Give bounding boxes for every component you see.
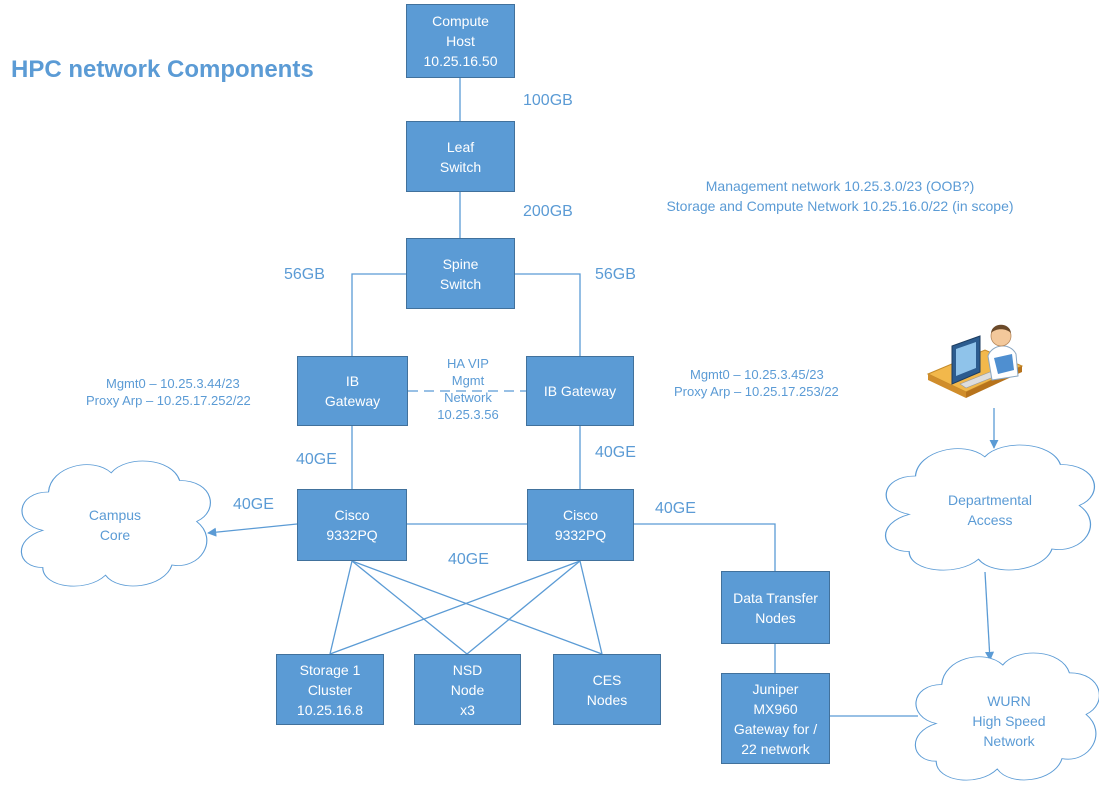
mgmt-left-text: Mgmt0 – 10.25.3.44/23 bbox=[106, 376, 240, 391]
ha-vip-ip: 10.25.3.56 bbox=[437, 407, 499, 422]
storage-label: Cluster bbox=[307, 681, 353, 698]
departmental-access-label: Departmental Access bbox=[905, 480, 1075, 540]
link-speed-label: 200GB bbox=[523, 203, 573, 220]
campus-core-text: Campus bbox=[88, 507, 142, 523]
ha-vip-text: Mgmt bbox=[451, 373, 485, 388]
dtn-label: Data Transfer bbox=[733, 589, 818, 606]
juniper-label: Juniper bbox=[752, 680, 799, 697]
link-speed-label: 40GE bbox=[233, 496, 274, 513]
wurn-text: High Speed bbox=[972, 713, 1046, 729]
campus-core-text: Core bbox=[99, 527, 131, 543]
mgmt-left-label: Mgmt0 – 10.25.3.44/23 Proxy Arp – 10.25.… bbox=[86, 375, 251, 409]
storage-cluster-box: Storage 1 Cluster 10.25.16.8 bbox=[276, 654, 384, 725]
nsd-label: Node bbox=[450, 681, 485, 698]
link-speed-label: 56GB bbox=[595, 266, 636, 283]
juniper-desc: Gateway for / bbox=[733, 720, 818, 737]
link-cisco-right-nsd bbox=[466, 560, 581, 655]
wurn-text: Network bbox=[983, 733, 1035, 749]
spine-switch-label: Switch bbox=[439, 275, 482, 292]
ha-vip-label: HA VIP Mgmt Network 10.25.3.56 bbox=[420, 355, 516, 423]
ib-gateway-label: Gateway bbox=[324, 393, 381, 409]
spine-switch-label: Spine bbox=[442, 255, 479, 272]
departmental-access-text: Departmental bbox=[947, 492, 1033, 508]
compute-host-label: Host bbox=[446, 33, 475, 49]
juniper-gateway-box: Juniper MX960 Gateway for / 22 network bbox=[721, 673, 830, 764]
storage-label: Storage 1 bbox=[299, 661, 361, 678]
departmental-access-text: Access bbox=[967, 512, 1013, 528]
link-speed-label: 56GB bbox=[284, 266, 325, 283]
link-speed-label: 40GE bbox=[595, 444, 636, 461]
user-at-computer-icon bbox=[926, 324, 1024, 398]
leaf-switch-label: Switch bbox=[439, 158, 482, 175]
link-cisco-dtn bbox=[634, 523, 776, 571]
ces-nodes-box: CES Nodes bbox=[553, 654, 661, 725]
link-spine-ib-right bbox=[515, 273, 581, 356]
cisco-left-box: Cisco 9332PQ bbox=[297, 489, 407, 561]
link-cisco-left-nsd bbox=[351, 560, 468, 655]
ib-gateway-right-box: IB Gateway bbox=[526, 356, 634, 426]
nsd-label: NSD bbox=[452, 661, 483, 678]
link-cisco-campus bbox=[207, 523, 298, 537]
compute-host-box: Compute Host 10.25.16.50 bbox=[406, 4, 515, 78]
compute-host-label: Compute bbox=[432, 13, 489, 29]
dtn-label: Nodes bbox=[755, 609, 796, 626]
network-notes: Management network 10.25.3.0/23 (OOB?) S… bbox=[640, 176, 1040, 216]
campus-core-label: Campus Core bbox=[40, 495, 190, 555]
cisco-model: 9332PQ bbox=[554, 527, 607, 543]
cisco-right-box: Cisco 9332PQ bbox=[527, 489, 634, 561]
management-network-note: Management network 10.25.3.0/23 (OOB?) bbox=[705, 178, 975, 194]
cisco-label: Cisco bbox=[562, 507, 598, 523]
storage-ip: 10.25.16.8 bbox=[296, 701, 364, 718]
juniper-model: MX960 bbox=[753, 700, 798, 717]
link-cisco-left-ces bbox=[351, 560, 603, 655]
link-spine-ib-left bbox=[351, 273, 406, 356]
link-departmental-wurn bbox=[984, 571, 995, 661]
diagram-title: HPC network Components bbox=[11, 56, 314, 83]
cisco-label: Cisco bbox=[334, 507, 370, 523]
storage-network-note: Storage and Compute Network 10.25.16.0/2… bbox=[666, 198, 1014, 214]
ces-label: Nodes bbox=[586, 691, 628, 708]
nsd-count: x3 bbox=[460, 701, 475, 718]
wurn-text: WURN bbox=[987, 693, 1031, 709]
juniper-desc: 22 network bbox=[741, 740, 810, 757]
ib-gateway-left-box: IB Gateway bbox=[297, 356, 408, 426]
leaf-switch-label: Leaf bbox=[446, 138, 475, 155]
ib-gateway-label: IB bbox=[345, 373, 360, 389]
link-cisco-right-storage bbox=[329, 560, 581, 655]
spine-switch-box: Spine Switch bbox=[406, 238, 515, 309]
compute-host-ip: 10.25.16.50 bbox=[423, 53, 498, 69]
ha-vip-text: Network bbox=[444, 390, 492, 405]
wurn-label: WURN High Speed Network bbox=[934, 684, 1084, 758]
ha-vip-text: HA VIP bbox=[447, 356, 489, 371]
link-speed-label: 40GE bbox=[655, 500, 696, 517]
mgmt-right-text: Mgmt0 – 10.25.3.45/23 bbox=[690, 367, 824, 382]
nsd-node-box: NSD Node x3 bbox=[414, 654, 521, 725]
data-transfer-nodes-box: Data Transfer Nodes bbox=[721, 571, 830, 644]
link-cisco-left-storage bbox=[329, 560, 353, 655]
leaf-switch-box: Leaf Switch bbox=[406, 121, 515, 192]
cisco-model: 9332PQ bbox=[326, 527, 378, 543]
mgmt-right-text: Proxy Arp – 10.25.17.253/22 bbox=[674, 384, 839, 399]
ces-label: CES bbox=[592, 671, 622, 688]
link-cisco-right-ces bbox=[579, 560, 603, 655]
ib-gateway-label: IB Gateway bbox=[543, 383, 617, 399]
mgmt-left-text: Proxy Arp – 10.25.17.252/22 bbox=[86, 393, 251, 408]
mgmt-right-label: Mgmt0 – 10.25.3.45/23 Proxy Arp – 10.25.… bbox=[674, 366, 839, 400]
link-speed-label: 100GB bbox=[523, 92, 573, 109]
link-speed-label: 40GE bbox=[448, 551, 489, 568]
link-speed-label: 40GE bbox=[296, 451, 337, 468]
